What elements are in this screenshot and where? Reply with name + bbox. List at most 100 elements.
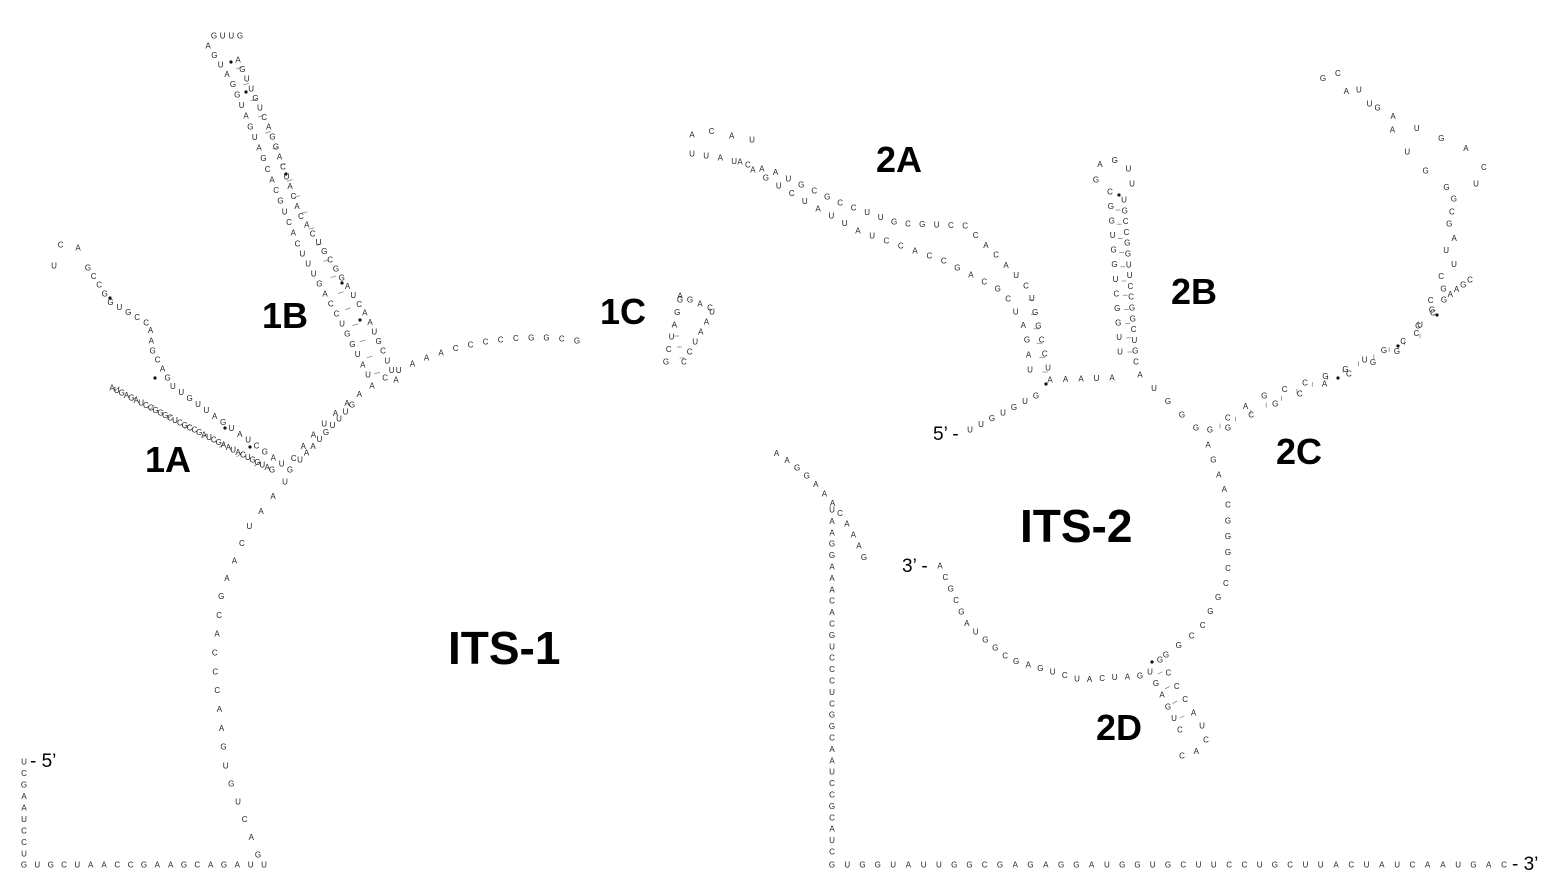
its2-nucleotide: G [824,193,830,202]
its2-nucleotide: C [1002,652,1008,661]
its2-nucleotide: A [718,154,724,163]
its2-nucleotide: U [749,136,755,145]
its1-nucleotide: C [837,509,843,518]
its1-nucleotide: G [182,421,188,430]
its1-nucleotide: G [1073,861,1079,870]
its2-nucleotide: A [1078,375,1084,384]
its1-nucleotide: A [424,354,430,363]
its1-nucleotide: G [859,861,865,870]
its2-nucleotide: G [763,173,769,182]
its1-nucleotide: C [21,827,27,836]
its1-nucleotide: G [663,358,669,367]
its1-nucleotide: C [211,436,217,445]
its2-nucleotide: C [1166,669,1172,678]
its1-nucleotide: C [114,861,120,870]
its1-nucleotide: C [239,539,245,548]
its2-nucleotide: U [973,628,979,637]
its1-nucleotide: U [21,815,27,824]
label-its2: ITS-2 [1020,500,1132,552]
its1-nucleotide: C [265,165,271,174]
its1-nucleotide: A [149,337,155,346]
its1-nucleotide: A [235,861,241,870]
its1-nucleotide: A [224,70,230,79]
its1-nucleotide: G [125,308,131,317]
gu-wobble-dot [244,90,248,94]
its1-nucleotide: G [829,631,835,640]
its2-nucleotide: A [1063,375,1069,384]
base-pair-line [201,433,208,439]
gu-wobble-dot [1117,193,1121,197]
its2-nucleotide: A [1222,485,1228,494]
its1-nucleotide: A [266,123,272,132]
its2-nucleotide: U [731,157,737,166]
its1-nucleotide: A [851,530,857,539]
its2-nucleotide: U [1151,384,1157,393]
its1-nucleotide: A [217,705,223,714]
its1-nucleotide: U [245,436,251,445]
its2-nucleotide: C [1131,325,1137,334]
its1-nucleotide: U [389,366,395,375]
its1-nucleotide: A [235,448,241,457]
its1-nucleotide: A [345,282,351,291]
its1-nucleotide: G [269,466,275,475]
its2-nucleotide: G [798,180,804,189]
its1-nucleotide: G [829,551,835,560]
its1-nucleotide: G [260,154,266,163]
its2-nucleotide: G [1322,372,1328,381]
its2-nucleotide: C [1174,682,1180,691]
its1-nucleotide: A [672,320,678,329]
its2-nucleotide: A [1125,672,1131,681]
its1-nucleotide: A [784,456,790,465]
its1-nucleotide: C [286,218,292,227]
its1-nucleotide: G [316,280,322,289]
its1-nucleotide: C [468,341,474,350]
its1-nucleotide: A [357,390,363,399]
its2-nucleotide: A [1216,470,1222,479]
its1-nucleotide: G [1027,861,1033,870]
its2-nucleotide: G [1320,74,1326,83]
its2-nucleotide: A [1021,321,1027,330]
its2-nucleotide: C [1428,296,1434,305]
base-pair-line [250,98,257,102]
its1-nucleotide: U [170,382,176,391]
its1-nucleotide: U [316,238,322,247]
its2-nucleotide: A [1243,402,1249,411]
its1-nucleotide: U [829,836,835,845]
its1-nucleotide: C [982,861,988,870]
its1-nucleotide: C [1180,861,1186,870]
its1-nucleotide: U [692,338,698,347]
its1-nucleotide: G [164,374,170,383]
its1-nucleotide: G [687,296,693,305]
its1-nucleotide: A [829,608,835,617]
its1-nucleotide: U [235,797,241,806]
label-2c: 2C [1276,431,1322,472]
its1-nucleotide: A [698,328,704,337]
its1-nucleotide: A [393,376,399,385]
its1-nucleotide: G [287,466,293,475]
its2-nucleotide: U [829,212,835,221]
its1-nucleotide: G [344,330,350,339]
its1-nucleotide: C [707,304,713,313]
base-pair-line [1164,686,1170,690]
its2-nucleotide: U [878,213,884,222]
its2-nucleotide: C [962,222,968,231]
its1-nucleotide: G [255,851,261,860]
its1-nucleotide: G [141,861,147,870]
its1-nucleotide: U [1394,861,1400,870]
its1-nucleotide: G [218,592,224,601]
its1-nucleotide: G [21,781,27,790]
its1-nucleotide: A [1486,861,1492,870]
its2-nucleotide: G [1163,651,1169,660]
its2-nucleotide: G [1225,532,1231,541]
its1-nucleotide: G [574,336,580,345]
its2-nucleotide: A [983,241,989,250]
its2-nucleotide: C [811,187,817,196]
its1-nucleotide: G [149,347,155,356]
its1-nucleotide: C [21,769,27,778]
its1-nucleotide: C [829,791,835,800]
its1-nucleotide: C [829,734,835,743]
its1-nucleotide: A [829,517,835,526]
its1-nucleotide: U [218,61,224,70]
its1-nucleotide: A [168,861,174,870]
base-pair-line [294,195,301,198]
